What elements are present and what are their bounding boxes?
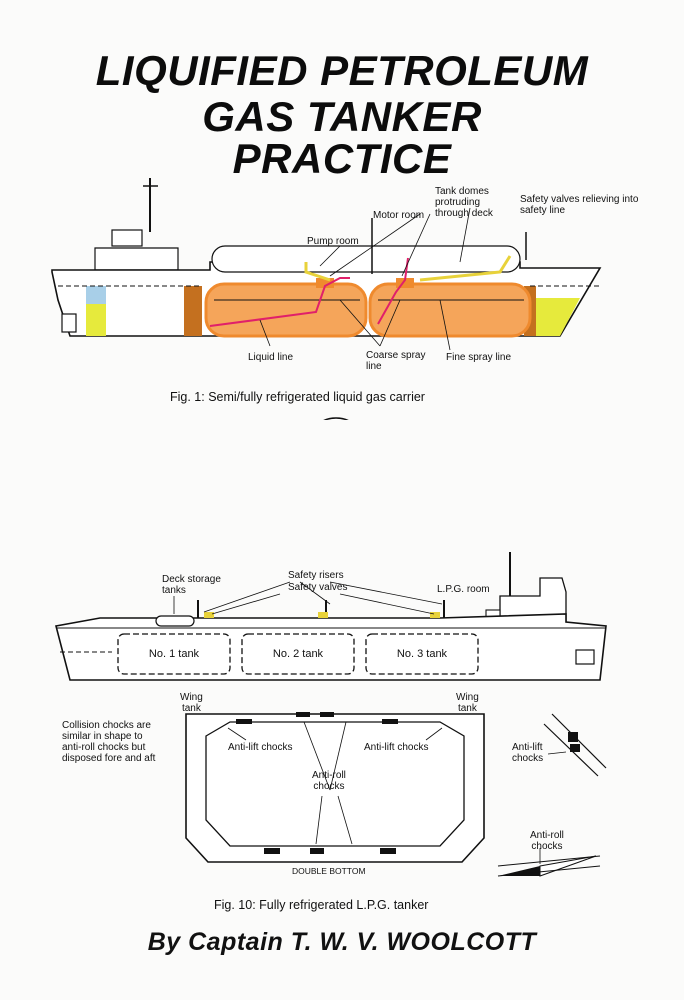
label-safety-valves-line: Safety valves relieving into safety line [520, 194, 639, 216]
tank-label-1: No. 1 tank [148, 648, 200, 660]
label-deck-storage: Deck storage tanks [162, 574, 221, 596]
label-wing-tank-left: Wing tank [180, 692, 203, 714]
label-anti-lift-side: Anti-lift chocks [512, 742, 544, 764]
label-liquid-line: Liquid line [248, 352, 294, 363]
label-collision-note: Collision chocks are similar in shape to… [62, 720, 156, 764]
author-line: By Captain T. W. V. WOOLCOTT [147, 928, 537, 956]
fig10-caption: Fig. 10: Fully refrigerated L.P.G. tanke… [214, 898, 429, 912]
tank-label-2: No. 2 tank [272, 648, 324, 660]
label-tank-domes: Tank domes protruding through deck [435, 186, 493, 219]
title-line-2: GAS TANKER [202, 93, 482, 140]
label-safety-valves: Safety valves [288, 582, 348, 593]
label-anti-lift-right: Anti-lift chocks [364, 742, 429, 753]
label-anti-roll-side: Anti-roll chocks [530, 830, 564, 852]
title-line-3: PRACTICE [232, 135, 452, 182]
label-safety-risers: Safety risers [288, 570, 344, 581]
label-anti-lift-left: Anti-lift chocks [228, 742, 293, 753]
label-wing-tank-right: Wing tank [456, 692, 479, 714]
label-fine-spray: Fine spray line [446, 352, 512, 363]
label-pump-room: Pump room [307, 236, 359, 247]
title-line-1: LIQUIFIED PETROLEUM [95, 47, 589, 94]
fig1-ship-diagram [51, 178, 602, 420]
label-lpg-room: L.P.G. room [437, 584, 490, 595]
label-anti-roll-center: Anti-roll chocks [312, 770, 346, 792]
fig1-caption: Fig. 1: Semi/fully refrigerated liquid g… [170, 390, 425, 404]
label-double-bottom: DOUBLE BOTTOM [292, 866, 366, 876]
label-coarse-spray: Coarse spray line [366, 350, 426, 372]
label-motor-room: Motor room [373, 210, 425, 221]
tank-label-3: No. 3 tank [396, 648, 448, 660]
